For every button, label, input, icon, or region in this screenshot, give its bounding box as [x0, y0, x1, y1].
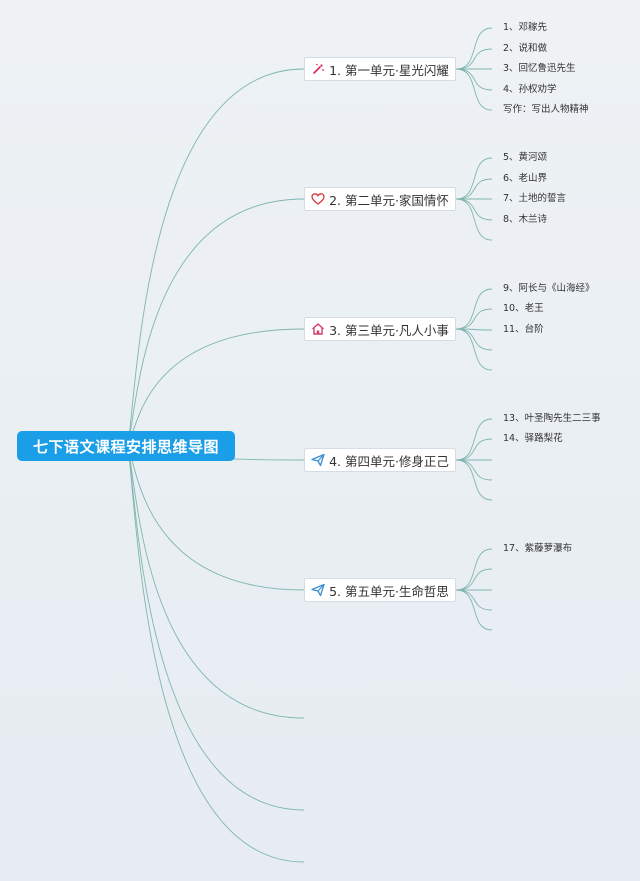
unit-to-lesson-link — [455, 459, 493, 481]
unit-node-3[interactable]: 3. 第三单元·凡人小事 — [304, 317, 456, 341]
lesson-item[interactable]: 9、阿长与《山海经》 — [503, 283, 595, 294]
lesson-item[interactable]: 写作：写出人物精神 — [503, 104, 589, 115]
unit-to-lesson-link — [455, 459, 493, 501]
unit-label: 1. 第一单元·星光闪耀 — [329, 62, 449, 78]
lesson-item[interactable]: 13、叶圣陶先生二三事 — [503, 413, 601, 424]
root-to-unit-link — [127, 198, 305, 447]
root-to-unit-link — [127, 68, 305, 447]
root-to-unit-link — [127, 445, 305, 719]
lesson-item[interactable]: 11、台阶 — [503, 324, 544, 335]
lesson-item[interactable]: 10、老王 — [503, 303, 544, 314]
lesson-item[interactable]: 2、说和做 — [503, 43, 548, 54]
paper-plane-icon — [311, 583, 325, 597]
root-to-unit-link — [127, 445, 305, 863]
paper-plane-icon — [311, 453, 325, 467]
unit-label: 5. 第五单元·生命哲思 — [329, 583, 449, 599]
unit-label: 2. 第二单元·家国情怀 — [329, 192, 449, 208]
unit-to-lesson-link — [455, 589, 493, 631]
unit-to-lesson-link — [455, 418, 493, 461]
unit-node-4[interactable]: 4. 第四单元·修身正己 — [304, 448, 456, 472]
lesson-item[interactable]: 1、邓稼先 — [503, 22, 548, 33]
lesson-item[interactable]: 4、孙权劝学 — [503, 84, 557, 95]
root-node[interactable]: 七下语文课程安排思维导图 — [17, 431, 235, 461]
unit-to-lesson-link — [455, 178, 493, 200]
lesson-item[interactable]: 6、老山界 — [503, 173, 548, 184]
root-to-unit-link — [127, 328, 305, 447]
unit-node-2[interactable]: 2. 第二单元·家国情怀 — [304, 187, 456, 211]
unit-to-lesson-link — [455, 589, 493, 611]
unit-to-lesson-link — [455, 308, 493, 330]
sparkle-icon — [311, 62, 325, 76]
root-to-unit-link — [127, 445, 305, 591]
lesson-item[interactable]: 7、土地的誓言 — [503, 193, 567, 204]
unit-to-lesson-link — [455, 568, 493, 591]
root-label: 七下语文课程安排思维导图 — [32, 437, 219, 456]
unit-node-5[interactable]: 5. 第五单元·生命哲思 — [304, 578, 456, 602]
unit-to-lesson-link — [455, 288, 493, 330]
unit-to-lesson-link — [455, 198, 493, 241]
heart-icon — [311, 192, 325, 206]
lesson-item[interactable]: 5、黄河颂 — [503, 152, 548, 163]
unit-to-lesson-link — [455, 328, 493, 371]
root-to-unit-link — [127, 445, 305, 811]
lesson-item[interactable]: 3、回忆鲁迅先生 — [503, 63, 576, 74]
unit-to-lesson-link — [455, 157, 493, 200]
home-icon — [311, 322, 325, 336]
unit-label: 3. 第三单元·凡人小事 — [329, 322, 449, 338]
lesson-item[interactable]: 17、紫藤萝瀑布 — [503, 543, 573, 554]
unit-node-1[interactable]: 1. 第一单元·星光闪耀 — [304, 57, 456, 81]
unit-to-lesson-link — [455, 27, 493, 70]
unit-label: 4. 第四单元·修身正己 — [329, 453, 449, 469]
unit-to-lesson-link — [455, 438, 493, 461]
unit-to-lesson-link — [455, 548, 493, 591]
lesson-item[interactable]: 8、木兰诗 — [503, 214, 548, 225]
unit-to-lesson-link — [455, 68, 493, 111]
lesson-item[interactable]: 14、驿路梨花 — [503, 433, 563, 444]
unit-to-lesson-link — [455, 48, 493, 70]
